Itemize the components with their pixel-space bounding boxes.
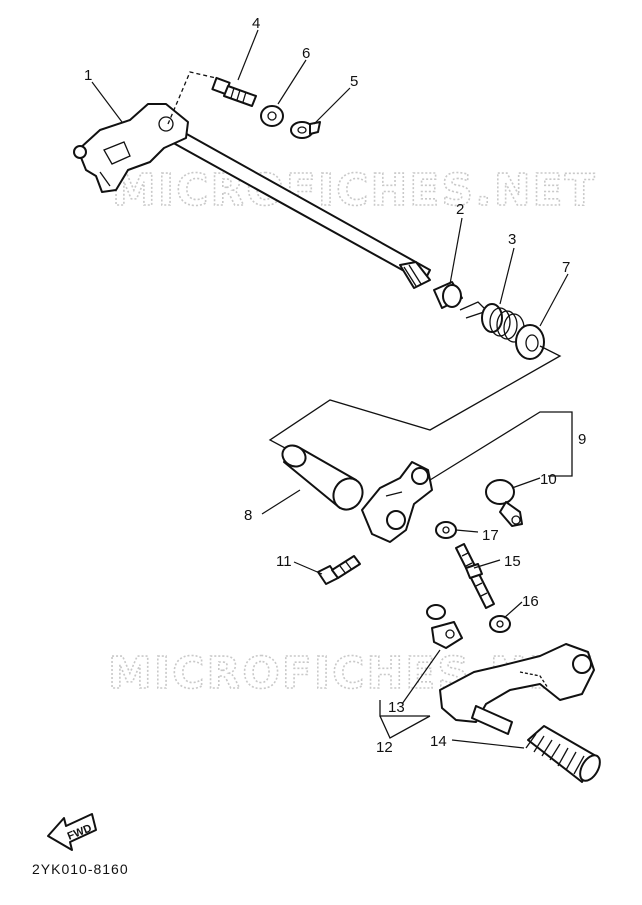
callout-6: 6 [302, 45, 310, 62]
callout-11: 11 [276, 553, 292, 570]
part-joint-13 [426, 604, 463, 649]
part-collar-2 [433, 281, 463, 309]
part-washer-5 [290, 121, 321, 139]
part-collar-8 [281, 444, 364, 511]
callout-7: 7 [562, 259, 570, 276]
callout-1: 1 [84, 67, 92, 84]
callout-5: 5 [350, 73, 358, 90]
watermark-top: MICROFICHES.NET [112, 165, 597, 216]
callout-12: 12 [376, 739, 393, 756]
part-joint-10 [485, 479, 523, 527]
callout-15: 15 [504, 553, 521, 570]
part-rubber-14 [525, 725, 601, 783]
callout-13: 13 [388, 699, 405, 716]
callout-9: 9 [578, 431, 586, 448]
callout-14: 14 [430, 733, 447, 750]
part-bolt-4 [211, 76, 257, 107]
fwd-arrow-icon: FWD [47, 813, 97, 851]
part-bolt-11 [317, 555, 361, 585]
callout-8: 8 [244, 507, 252, 524]
shift-shaft [73, 103, 431, 289]
callout-10: 10 [540, 471, 557, 488]
part-lever-arm [361, 461, 433, 543]
callout-17: 17 [482, 527, 499, 544]
part-nut-6 [260, 105, 284, 127]
part-nut-16 [489, 615, 511, 633]
part-spring-3 [459, 301, 525, 343]
callouts: 1 2 3 4 5 6 7 8 9 10 11 12 13 14 15 16 1… [84, 15, 586, 756]
callout-4: 4 [252, 15, 260, 32]
callout-16: 16 [522, 593, 539, 610]
callout-3: 3 [508, 231, 516, 248]
part-seal-7 [515, 324, 545, 360]
part-pedal-12 [439, 643, 595, 735]
part-nut-17 [435, 521, 457, 539]
diagram-code: 2YK010-8160 [32, 861, 129, 877]
part-rod-15 [455, 543, 495, 609]
callout-2: 2 [456, 201, 464, 218]
leader-lines [91, 29, 569, 749]
